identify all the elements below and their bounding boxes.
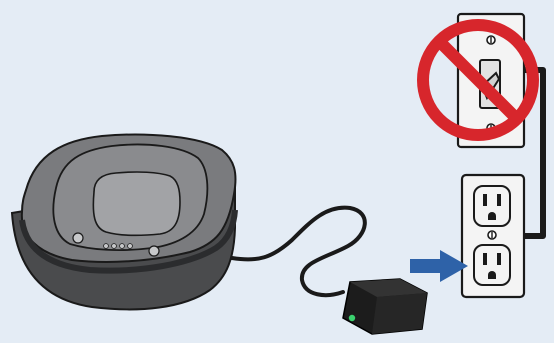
wall-outlet xyxy=(462,175,524,297)
base-button-right xyxy=(149,246,159,256)
base-button-left xyxy=(73,233,83,243)
adapter-led xyxy=(349,315,355,321)
charging-base xyxy=(12,135,236,310)
power-adapter xyxy=(343,279,427,334)
charging-pad xyxy=(93,172,180,235)
